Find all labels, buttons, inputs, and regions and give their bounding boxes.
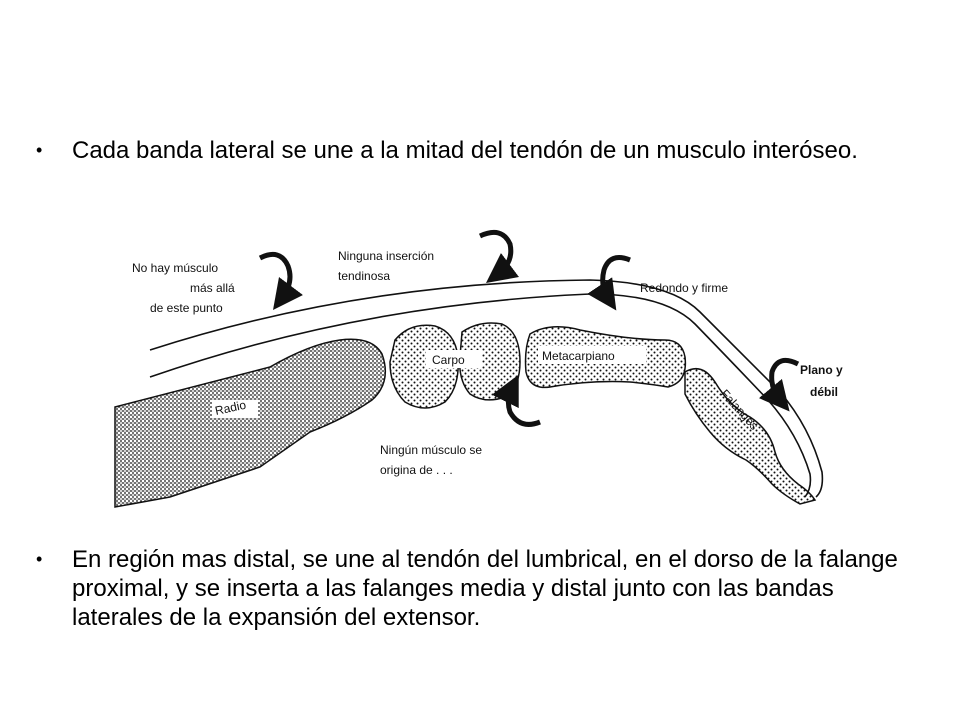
bullet-item-1: • Cada banda lateral se une a la mitad d… <box>36 136 916 165</box>
tendon-band-lower <box>149 293 812 498</box>
label-radius: Radio <box>214 398 248 418</box>
bullet-text: En región mas distal, se une al tendón d… <box>72 546 898 631</box>
label-no-insertion-line2: tendinosa <box>338 269 390 283</box>
label-carpus: Carpo <box>432 353 465 367</box>
label-no-origin-line1: Ningún músculo se <box>380 443 482 457</box>
label-round-firm: Redondo y firme <box>640 281 728 295</box>
tendon-diagram: No hay músculo más allá de este punto Ni… <box>110 222 850 512</box>
carpus-bone-1 <box>389 324 459 409</box>
radius-bone <box>114 338 387 508</box>
bullet-dot: • <box>36 140 43 160</box>
phalanges-bones <box>684 367 817 505</box>
arrow-no-muscle-icon <box>258 251 303 311</box>
arrow-no-origin-icon <box>491 374 541 427</box>
label-no-muscle-line3: de este punto <box>150 301 223 315</box>
label-no-muscle-line2: más allá <box>190 281 235 295</box>
label-flat-weak-line1: Plano y <box>800 363 843 377</box>
arrow-round-firm-icon <box>587 255 631 311</box>
label-flat-weak-line2: débil <box>810 385 838 399</box>
label-no-muscle-line1: No hay músculo <box>132 261 218 275</box>
bullet-item-2: • En región mas distal, se une al tendón… <box>36 545 916 632</box>
label-metacarpal: Metacarpiano <box>542 349 615 363</box>
arrow-no-insertion-icon <box>478 229 520 284</box>
bullet-text: Cada banda lateral se une a la mitad del… <box>72 137 858 164</box>
label-no-origin-line2: origina de . . . <box>380 463 453 477</box>
bullet-dot: • <box>36 549 43 569</box>
arrow-flat-weak-icon <box>758 357 800 412</box>
label-no-insertion-line1: Ninguna inserción <box>338 249 434 263</box>
tendon-band-upper <box>149 279 824 498</box>
